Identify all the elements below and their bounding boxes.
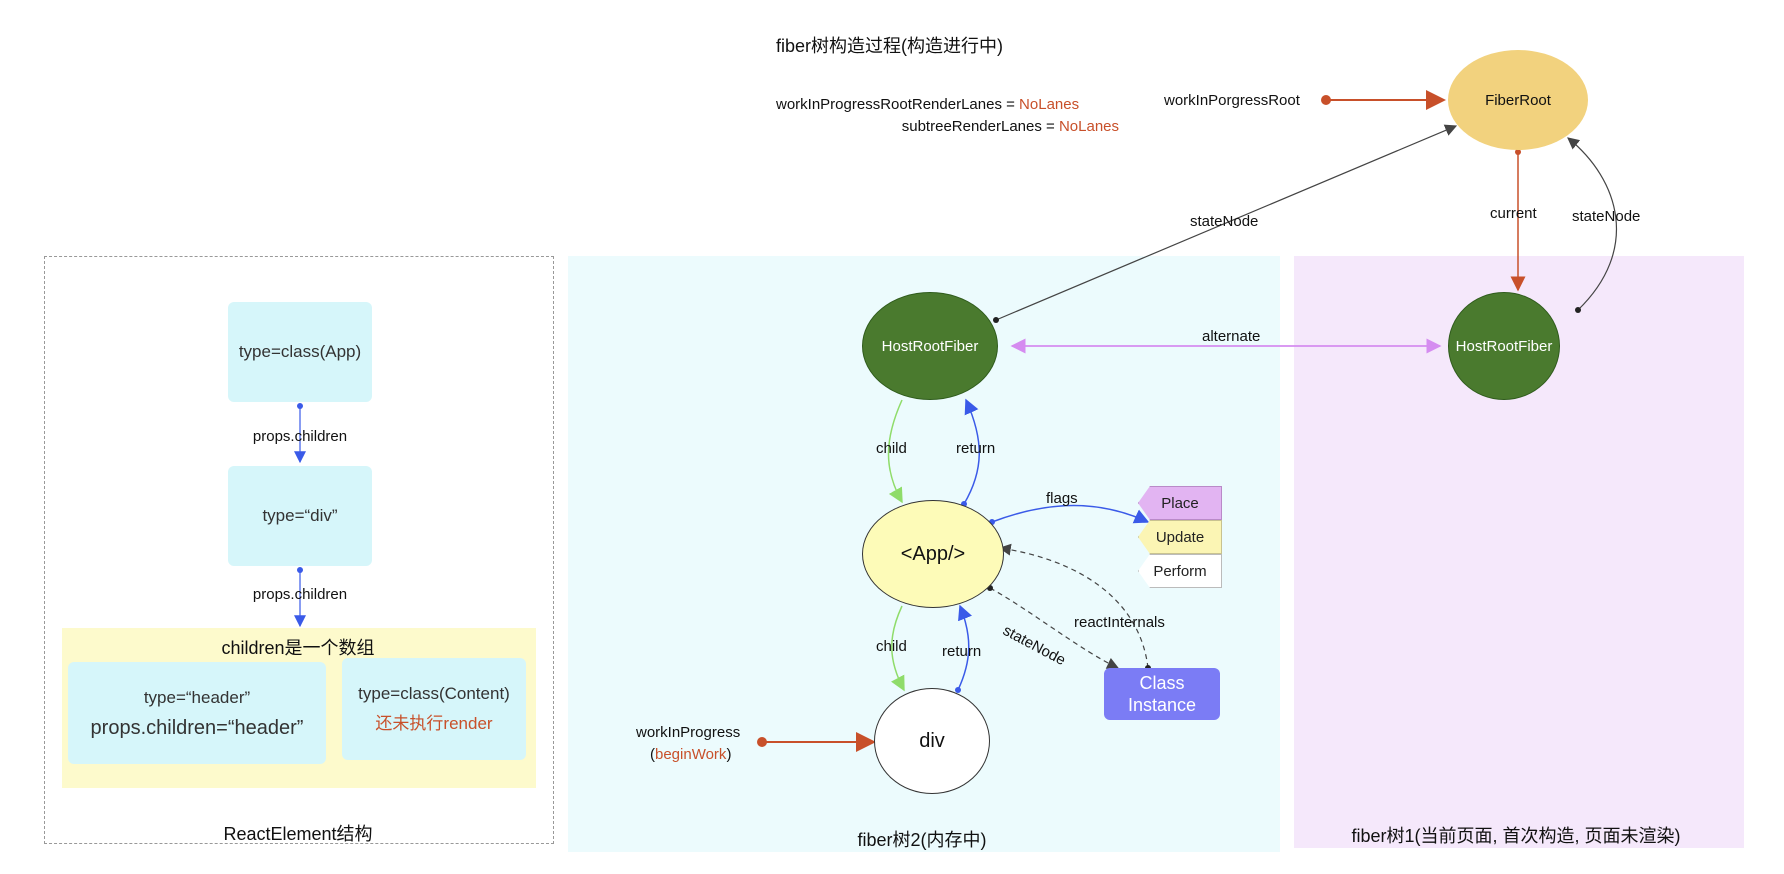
- return-bottom-label: return: [942, 643, 982, 660]
- subtree-lanes-prefix: subtreeRenderLanes =: [901, 118, 1059, 135]
- child-top-edge: [887, 399, 903, 504]
- flag-perform-label: Perform: [1153, 562, 1207, 580]
- wip-div-edge: [757, 732, 876, 752]
- begin-work-close: ): [726, 746, 732, 763]
- flag-update-label: Update: [1155, 528, 1205, 546]
- header-type-label: type=“header”: [143, 688, 251, 707]
- alternate-label: alternate: [1202, 328, 1261, 345]
- class-instance-line-1: Class: [1139, 673, 1185, 693]
- app-fiber-node: <App/>: [862, 500, 1004, 608]
- return-top-label: return: [956, 440, 996, 457]
- return-bottom-edge: [955, 604, 972, 693]
- react-element-header: type=“header” props.children=“header”: [68, 662, 326, 764]
- div-fiber-label: div: [919, 729, 945, 752]
- props-children-label-2: props.children: [252, 586, 348, 603]
- child-bottom-edge: [891, 605, 905, 692]
- flag-place: Place: [1138, 486, 1222, 520]
- app-fiber-label: <App/>: [900, 542, 966, 565]
- react-element-panel: [44, 256, 554, 844]
- react-element-div: type=“div”: [228, 466, 372, 566]
- props-children-edge-1: [294, 403, 306, 464]
- render-lanes-line: workInProgressRootRenderLanes = NoLanes: [776, 96, 1079, 113]
- react-element-content: type=class(Content) 还未执行render: [342, 658, 526, 760]
- render-lanes-prefix: workInProgressRootRenderLanes =: [776, 96, 1020, 113]
- subtree-lanes-value: NoLanes: [1058, 118, 1119, 135]
- begin-work-open: (: [650, 746, 655, 763]
- subtree-lanes-line: subtreeRenderLanes = NoLanes: [902, 118, 1119, 135]
- fiber-tree-2-label: fiber树2(内存中): [857, 830, 987, 850]
- class-instance-line-2: Instance: [1127, 695, 1197, 715]
- begin-work-label: beginWork: [655, 746, 727, 763]
- content-note-label: 还未执行render: [375, 714, 493, 733]
- flag-perform: Perform: [1138, 554, 1222, 588]
- current-edge: [1510, 149, 1526, 292]
- react-internals-edge: [998, 543, 1151, 671]
- fiber-root-node: FiberRoot: [1448, 50, 1588, 150]
- state-node-right-edge: [1567, 137, 1618, 313]
- header-props-label: props.children=“header”: [90, 717, 304, 739]
- react-element-panel-label: ReactElement结构: [223, 824, 373, 844]
- props-children-edge-2: [294, 567, 306, 628]
- begin-work-line: (beginWork): [650, 746, 731, 763]
- content-type-label: type=class(Content): [358, 684, 510, 703]
- diagram-title: fiber树构造过程(构造进行中): [776, 36, 1004, 56]
- react-element-div-label: type=“div”: [262, 506, 338, 525]
- flag-update: Update: [1138, 520, 1222, 554]
- flags-edge: [989, 504, 1150, 525]
- host-root-fiber-1: HostRootFiber: [1448, 292, 1560, 400]
- child-bottom-label: child: [876, 638, 907, 655]
- flag-place-label: Place: [1161, 494, 1199, 512]
- class-instance-node: Class Instance: [1104, 668, 1220, 720]
- host-root-fiber-1-label: HostRootFiber: [1455, 337, 1553, 355]
- host-root-fiber-2-label: HostRootFiber: [881, 337, 979, 355]
- children-array-title: children是一个数组: [221, 638, 375, 658]
- wip-root-edge: [1321, 90, 1446, 110]
- div-fiber-node: div: [874, 688, 990, 794]
- host-root-fiber-2: HostRootFiber: [862, 292, 998, 400]
- fiber-root-label: FiberRoot: [1485, 91, 1551, 109]
- react-internals-label: reactInternals: [1074, 614, 1165, 631]
- wip-label: workInProgress: [636, 724, 741, 741]
- fiber-tree-1-label: fiber树1(当前页面, 首次构造, 页面未渲染): [1351, 826, 1681, 846]
- flags-label: flags: [1046, 490, 1078, 507]
- state-node-right-label: stateNode: [1572, 208, 1641, 225]
- child-top-label: child: [876, 440, 907, 457]
- props-children-label-1: props.children: [252, 428, 348, 445]
- current-label: current: [1490, 205, 1537, 222]
- state-node-left-label: stateNode: [1190, 213, 1259, 230]
- state-node-left-edge: [993, 124, 1458, 323]
- react-element-app-label: type=class(App): [238, 342, 362, 361]
- wip-root-label: workInPorgressRoot: [1164, 92, 1300, 109]
- react-element-app: type=class(App): [228, 302, 372, 402]
- render-lanes-value: NoLanes: [1019, 96, 1080, 113]
